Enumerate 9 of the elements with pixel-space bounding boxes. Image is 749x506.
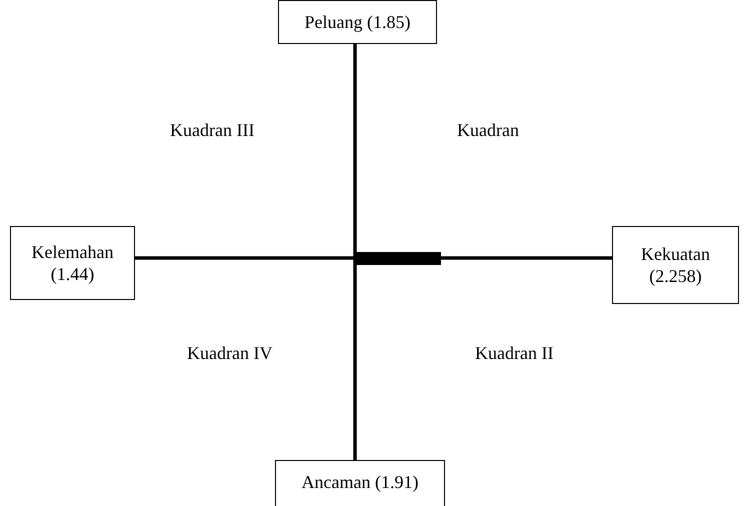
quadrant-label: Kuadran III: [170, 120, 254, 141]
quadrant-label: Kuadran: [457, 120, 519, 141]
text-box: Ancaman (1.91): [275, 460, 445, 506]
axis-line: [353, 44, 357, 460]
quadrant-label: Kuadran IV: [187, 343, 272, 364]
text-box: Kekuatan (2.258): [612, 226, 739, 304]
text-box: Peluang (1.85): [278, 0, 437, 44]
quadrant-label: Kuadran II: [475, 343, 554, 364]
text-box: Kelemahan (1.44): [10, 226, 135, 300]
